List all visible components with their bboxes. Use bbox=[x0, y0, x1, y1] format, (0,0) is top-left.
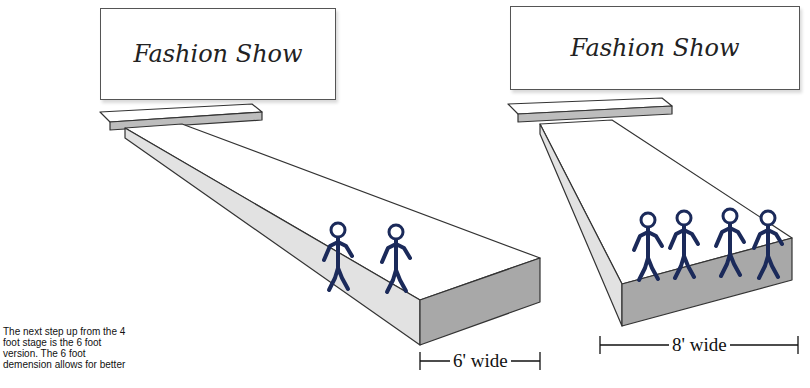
sign-title: Fashion Show bbox=[133, 40, 302, 68]
dimension-label: 8' wide bbox=[669, 334, 730, 356]
sign-board: Fashion Show bbox=[100, 8, 336, 100]
sign-board: Fashion Show bbox=[510, 6, 800, 90]
dimension-label: 6' wide bbox=[450, 350, 511, 372]
sign-title: Fashion Show bbox=[570, 34, 739, 62]
note-text: The next step up from the 4 foot stage i… bbox=[3, 326, 131, 370]
